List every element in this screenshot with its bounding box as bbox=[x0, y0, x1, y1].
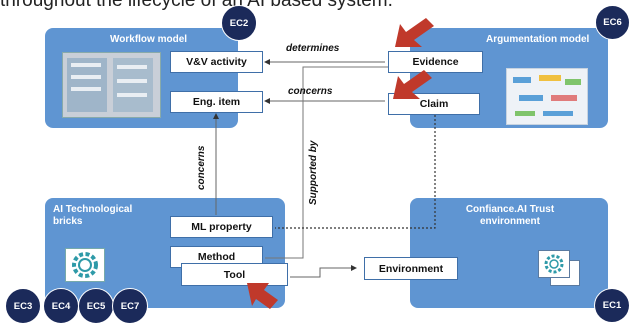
tool-pointer-icon bbox=[247, 283, 278, 309]
confiance-panel: Confiance.AI Trust environment bbox=[410, 198, 608, 308]
badge-ec5: EC5 bbox=[78, 288, 114, 324]
ml-property-box[interactable]: ML property bbox=[170, 216, 273, 238]
workflow-panel-title: Workflow model bbox=[110, 34, 188, 45]
tool-box[interactable]: Tool bbox=[181, 263, 288, 286]
badge-ec7: EC7 bbox=[112, 288, 148, 324]
determines-label: determines bbox=[286, 43, 340, 54]
argumentation-panel: Argumentation model bbox=[410, 28, 608, 128]
badge-ec3: EC3 bbox=[5, 288, 41, 324]
claim-ml-dotted-connector bbox=[275, 115, 436, 229]
claim-pointer-icon bbox=[393, 70, 432, 99]
evidence-box[interactable]: Evidence bbox=[388, 51, 483, 73]
supported-by-connector bbox=[265, 66, 388, 259]
argumentation-panel-title: Argumentation model bbox=[486, 34, 590, 45]
vv-activity-box[interactable]: V&V activity bbox=[170, 51, 263, 73]
argumentation-thumbnail bbox=[506, 68, 588, 125]
eng-item-box[interactable]: Eng. item bbox=[170, 91, 263, 113]
badge-ec1: EC1 bbox=[594, 288, 630, 323]
tool-environment-connector bbox=[290, 265, 357, 278]
concerns-top-label: concerns bbox=[288, 86, 333, 97]
badge-ec4: EC4 bbox=[43, 288, 79, 324]
confiance-panel-title: Confiance.AI Trust environment bbox=[465, 204, 555, 227]
ai-bricks-panel-title: AI Technological bricks bbox=[53, 204, 133, 227]
workflow-thumbnail bbox=[62, 52, 161, 118]
gear-icon bbox=[65, 248, 105, 282]
badge-ec2: EC2 bbox=[221, 5, 257, 41]
trust-env-icon bbox=[538, 250, 580, 286]
environment-box[interactable]: Environment bbox=[364, 257, 458, 280]
header-text: throughout the lifecycle of an AI based … bbox=[0, 0, 393, 11]
evidence-pointer-icon bbox=[395, 18, 434, 47]
badge-ec6: EC6 bbox=[595, 5, 630, 40]
